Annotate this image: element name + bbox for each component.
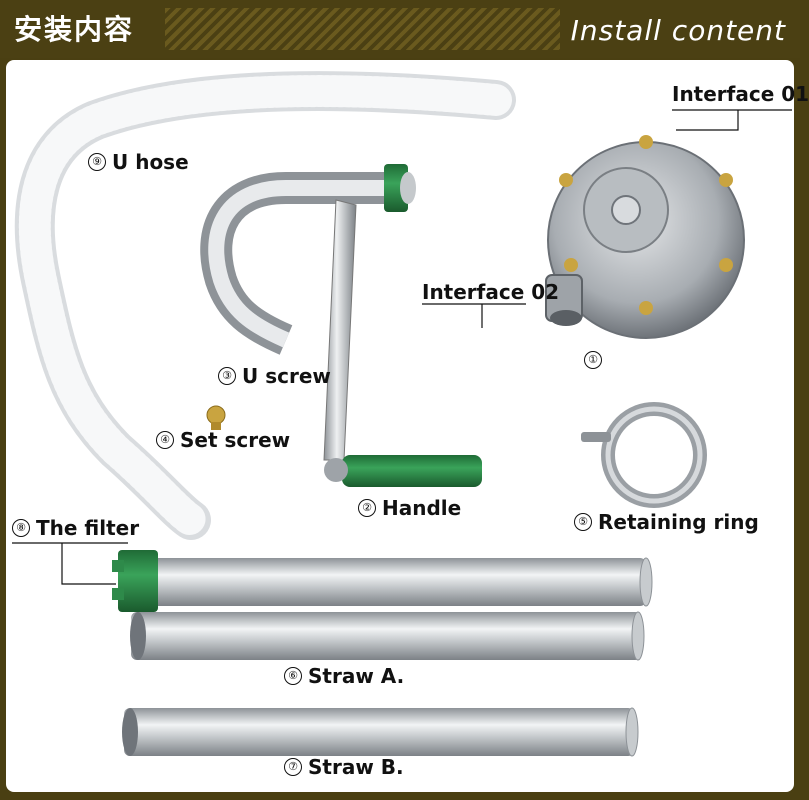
label-interface-02: Interface 02	[422, 280, 560, 304]
label-interface-01: Interface 01	[672, 82, 809, 106]
u-hose-shape	[14, 71, 516, 540]
straw-a-shape	[130, 557, 653, 661]
header-title-cn: 安装内容	[14, 13, 135, 46]
parts-illustration	[12, 71, 792, 757]
label-part-1: ①	[584, 348, 608, 372]
header-bar: 安装内容 Install content	[0, 0, 800, 58]
filter-shape	[112, 550, 158, 612]
pump-body-shape	[545, 135, 745, 339]
header-stripe	[165, 8, 560, 50]
header-title-en: Install content	[570, 14, 786, 47]
set-screw-shape	[206, 405, 226, 430]
handle-shape	[323, 199, 482, 487]
retaining-ring-shape	[581, 402, 707, 508]
straw-b-shape	[122, 707, 639, 757]
leader-lines	[12, 109, 792, 585]
u-screw-shape	[200, 164, 416, 355]
